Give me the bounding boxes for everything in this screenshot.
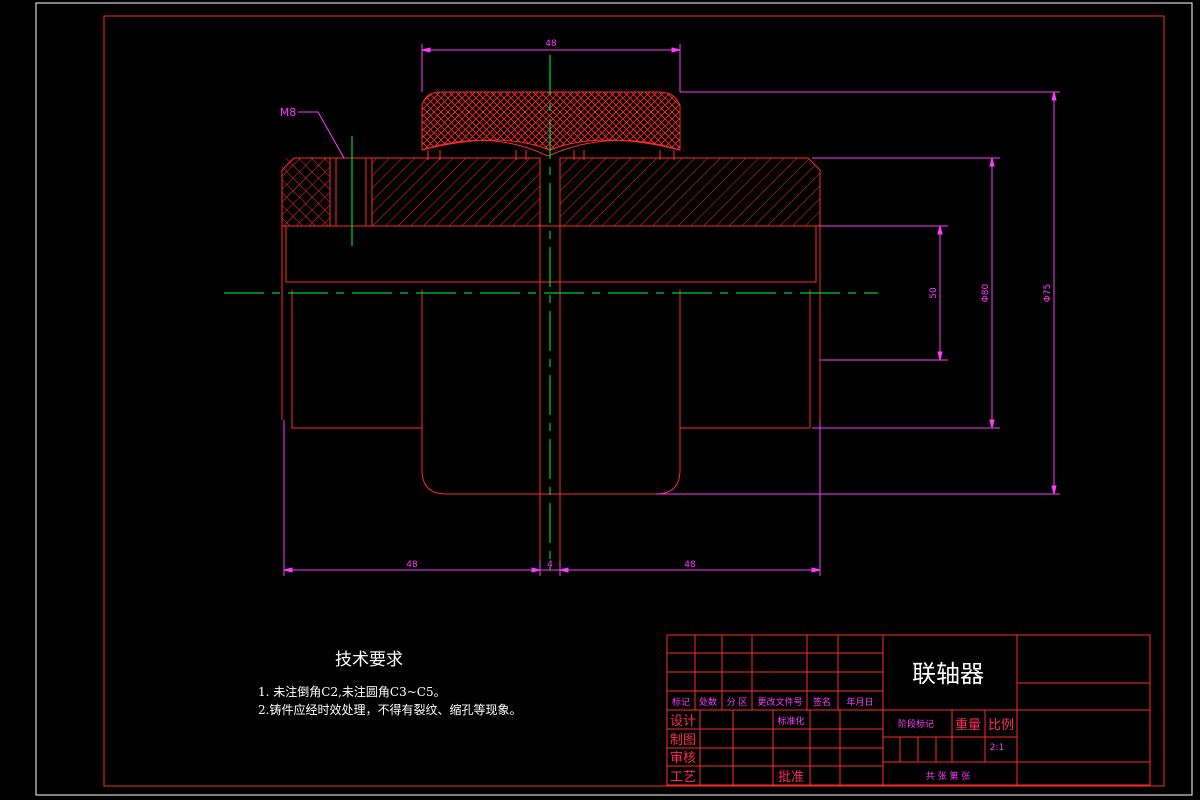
- scale-value: 2:1: [990, 743, 1004, 753]
- role-review: 审核: [670, 751, 696, 766]
- dim-right-length: 48: [684, 560, 696, 570]
- dim-top-width: 48: [545, 39, 557, 49]
- header-label-date: 年月日: [846, 696, 873, 708]
- dim-hub-dia: Φ80: [981, 283, 991, 302]
- scale-label: 比例: [988, 718, 1014, 733]
- header-label-zone: 分 区: [727, 697, 748, 708]
- part-name: 联轴器: [912, 660, 984, 688]
- role-drawing: 制图: [670, 733, 696, 748]
- inner-frame: [103, 15, 1165, 787]
- dim-bore: 50: [929, 287, 939, 299]
- dim-gap: 4: [547, 560, 553, 570]
- lower-outline: [291, 290, 811, 495]
- header-label-change-doc: 更改文件号: [757, 696, 802, 708]
- title-block: [666, 634, 1151, 786]
- shaft-upper: [285, 225, 817, 283]
- dimension-labels: 48 M8 50 Φ80 Φ75 48 4 48: [280, 39, 1053, 570]
- dim-thread: M8: [280, 106, 297, 119]
- dim-left-length: 48: [406, 560, 418, 570]
- weight-label: 重量: [955, 717, 981, 733]
- title-block-text: 联轴器 标记 处数 分 区 更改文件号 签名 年月日 设计 制图 审核 工艺 标…: [670, 660, 1014, 785]
- center-lines: [224, 55, 878, 570]
- requirements-title: 技术要求: [335, 650, 403, 670]
- header-label-signature: 签名: [813, 696, 831, 708]
- role-design: 设计: [670, 714, 696, 729]
- dimensions: [283, 44, 1060, 576]
- approve-label: 批准: [778, 770, 804, 785]
- stage-mark-label: 阶段标记: [898, 718, 934, 730]
- standardize-label: 标准化: [777, 715, 804, 727]
- technical-requirements: 技术要求 1. 未注倒角C2,未注圆角C3~C5。 2.铸件应经时效处理，不得有…: [258, 650, 521, 717]
- outer-frame: [35, 2, 1193, 796]
- requirement-2: 2.铸件应经时效处理，不得有裂纹、缩孔等现象。: [258, 702, 521, 717]
- right-hub-section: [559, 157, 821, 227]
- requirement-1: 1. 未注倒角C2,未注圆角C3~C5。: [258, 684, 446, 699]
- coupling-section: [281, 91, 821, 560]
- role-process: 工艺: [670, 770, 696, 785]
- elastic-ring: [421, 91, 681, 151]
- thread-zone: [329, 157, 373, 227]
- header-label-mark: 标记: [672, 696, 690, 708]
- sheets-label: 共 张 第 张: [926, 770, 971, 782]
- dim-outer-dia: Φ75: [1043, 284, 1053, 303]
- header-label-count: 处数: [699, 696, 717, 708]
